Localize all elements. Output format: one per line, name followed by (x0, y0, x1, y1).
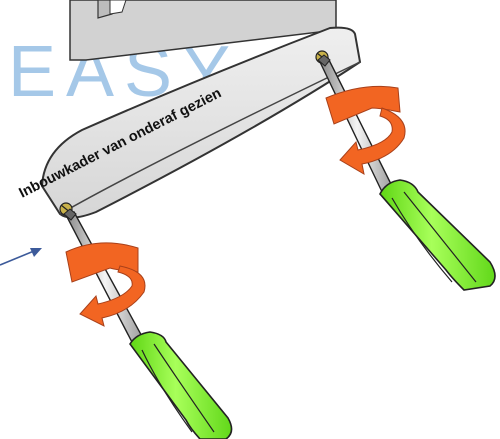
mounting-frame (40, 26, 362, 219)
right-rotation-arrow (325, 85, 406, 175)
device-body (69, 0, 337, 61)
left-screwdriver (63, 208, 233, 439)
left-rotation-arrow (65, 242, 146, 327)
right-screwdriver (317, 54, 496, 291)
pointer-arrow (0, 248, 42, 266)
